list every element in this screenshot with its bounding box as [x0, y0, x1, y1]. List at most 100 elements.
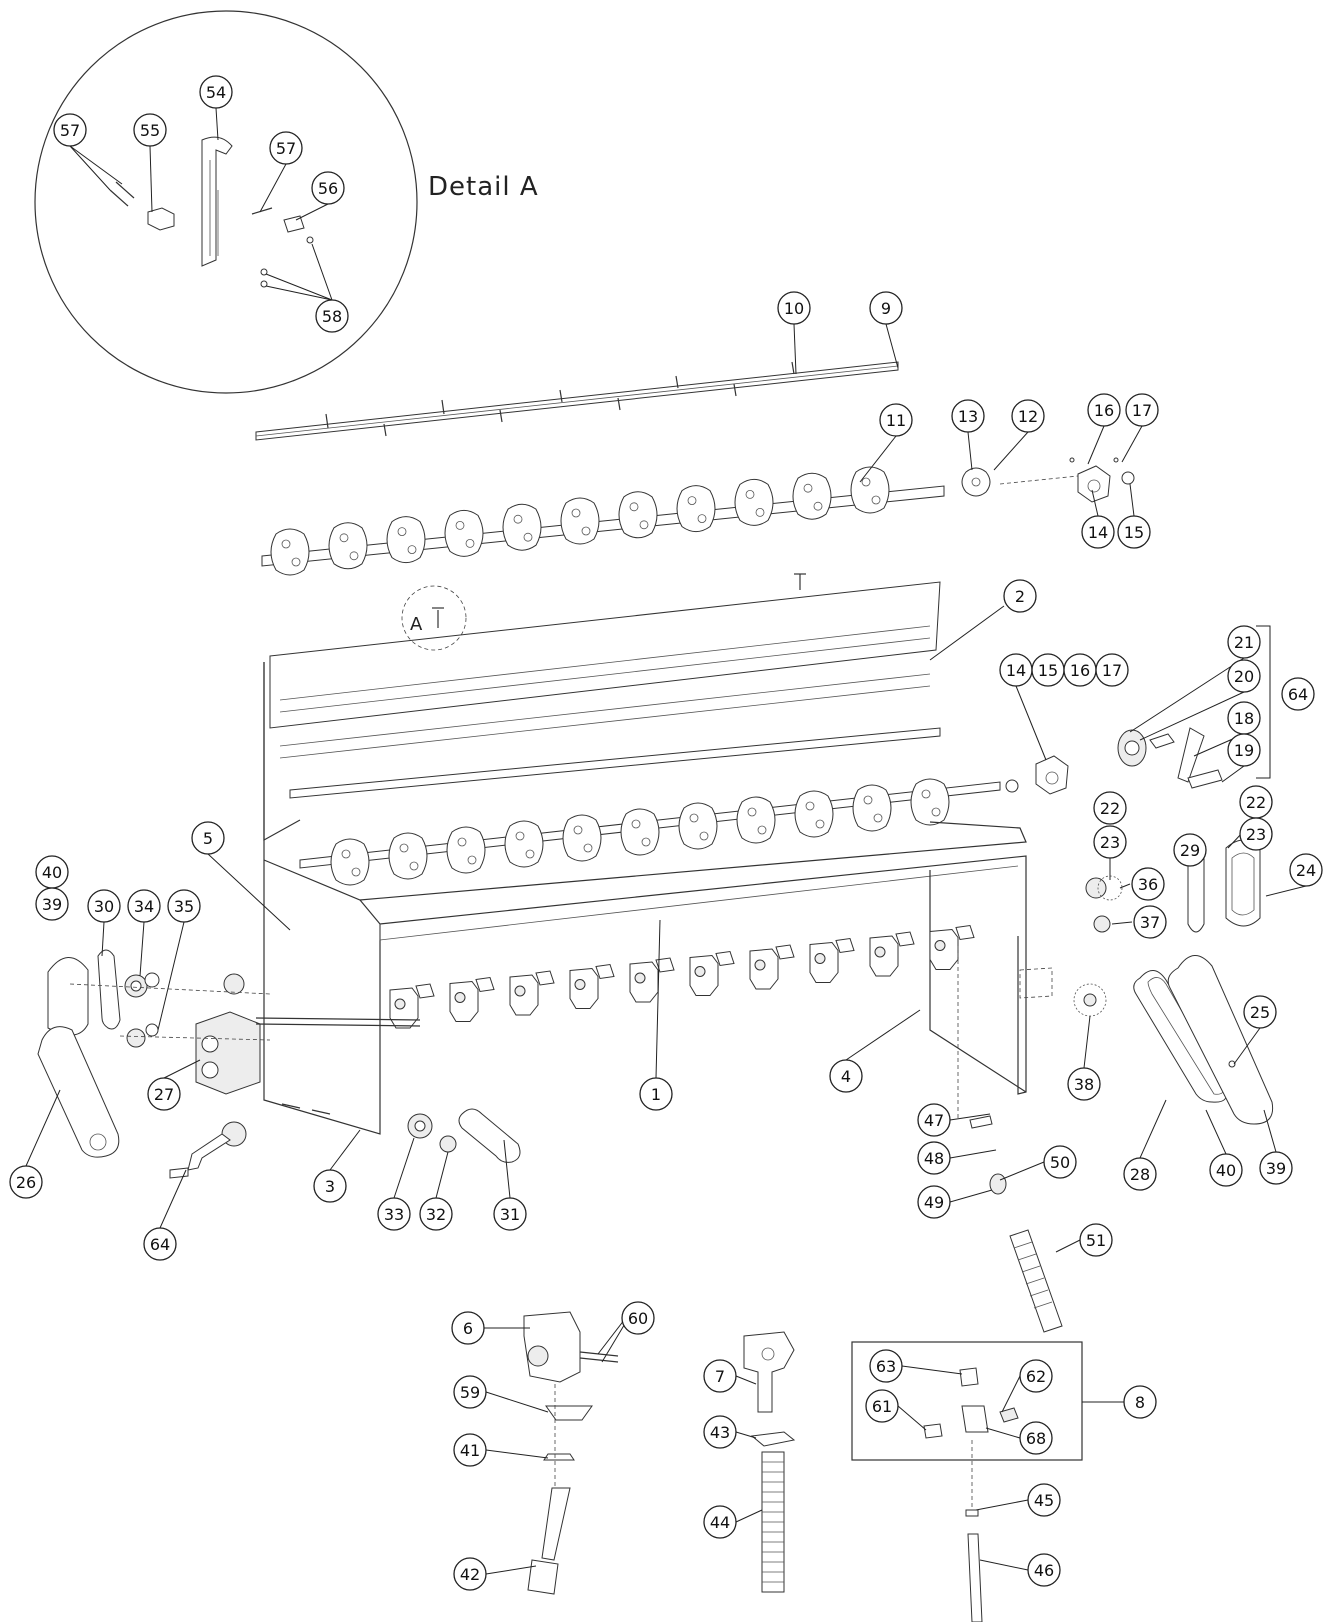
metering-cup: [569, 963, 615, 1009]
part-number-label: 37: [1140, 913, 1160, 932]
part-balloon: 16: [1063, 653, 1097, 687]
part-balloon: 48: [917, 1141, 951, 1175]
part-balloon: 17: [1125, 393, 1159, 427]
part-balloon: 61: [865, 1389, 899, 1423]
part-balloon: 31: [493, 1197, 527, 1231]
part-number-label: 45: [1034, 1491, 1054, 1510]
part-balloon: 40: [35, 855, 69, 889]
part-number-label: 55: [140, 121, 160, 140]
part-number-label: 19: [1234, 741, 1254, 760]
part-balloon: 49: [917, 1185, 951, 1219]
part-number-label: 33: [384, 1205, 404, 1224]
part-balloon: 45: [1027, 1483, 1061, 1517]
part-balloon: 14: [999, 653, 1033, 687]
part-number-label: 13: [958, 407, 978, 426]
seed-wheel: [850, 466, 890, 514]
part-number-label: 68: [1026, 1429, 1046, 1448]
part-number-label: 1: [651, 1085, 661, 1104]
seed-wheel: [620, 808, 660, 856]
metering-cup: [509, 970, 555, 1016]
part-balloon: 27: [147, 1077, 181, 1111]
part-balloon: 14: [1081, 515, 1115, 549]
part-balloon: 41: [453, 1433, 487, 1467]
part-number-label: 50: [1050, 1153, 1070, 1172]
seed-wheel: [386, 516, 426, 564]
part-balloon: 29: [1173, 833, 1207, 867]
part-number-label: 20: [1234, 667, 1254, 686]
part-number-label: 9: [881, 299, 891, 318]
part-number-label: 51: [1086, 1231, 1106, 1250]
part-balloon: 56: [311, 171, 345, 205]
agitator-rod: [255, 361, 899, 441]
chain-right: [1133, 970, 1228, 1103]
part-number-label: 43: [710, 1423, 730, 1442]
part-number-label: 23: [1100, 833, 1120, 852]
detail-a-title: Detail A: [428, 172, 539, 202]
part-balloon: 37: [1133, 905, 1167, 939]
part-number-label: 31: [500, 1205, 520, 1224]
part-number-label: 6: [463, 1319, 473, 1338]
assembly-box-right: [1019, 967, 1053, 999]
metering-cup: [929, 924, 975, 970]
part-balloon: 33: [377, 1197, 411, 1231]
part-number-label: 32: [426, 1205, 446, 1224]
part-balloon: 23: [1239, 817, 1273, 851]
part-number-label: 27: [154, 1085, 174, 1104]
part-balloon: 7: [703, 1359, 737, 1393]
chain-guard-large-right: [1167, 955, 1274, 1125]
seed-wheel-shaft-upper: [261, 485, 945, 567]
part-balloon: 34: [127, 889, 161, 923]
part-number-label: 3: [325, 1177, 335, 1196]
part-balloon: 9: [869, 291, 903, 325]
part-balloon: 23: [1093, 825, 1127, 859]
part-number-label: 47: [924, 1111, 944, 1130]
seed-wheel: [910, 778, 950, 826]
seed-wheel: [270, 528, 310, 576]
part-number-label: 4: [841, 1067, 851, 1086]
part-balloon: 43: [703, 1415, 737, 1449]
kit-box-8: [851, 1341, 1083, 1622]
part-number-label: 49: [924, 1193, 944, 1212]
part-balloon: 64: [143, 1227, 177, 1261]
part-balloon: 16: [1087, 393, 1121, 427]
part-balloon: 4: [829, 1059, 863, 1093]
part-number-label: 5: [203, 829, 213, 848]
metering-cup: [689, 950, 735, 996]
part-balloon: 26: [9, 1165, 43, 1199]
part-number-label: 7: [715, 1367, 725, 1386]
metering-cup: [389, 983, 435, 1029]
part-number-label: 64: [1288, 685, 1308, 704]
detail-a-callout: [401, 573, 806, 651]
part-balloon: 47: [917, 1103, 951, 1137]
part-number-label: 12: [1018, 407, 1038, 426]
part-number-label: 57: [276, 139, 296, 158]
part-balloon: 6: [451, 1311, 485, 1345]
part-number-label: 58: [322, 307, 342, 326]
seed-wheel: [852, 784, 892, 832]
part-number-label: 17: [1132, 401, 1152, 420]
part-number-label: 35: [174, 897, 194, 916]
seed-wheel: [794, 790, 834, 838]
gearbox: [195, 1011, 261, 1095]
seed-wheel: [446, 826, 486, 874]
bearing-flange-lower: [1005, 755, 1069, 795]
part-balloon: 12: [1011, 399, 1045, 433]
seed-wheel: [734, 478, 774, 526]
part-number-label: 16: [1070, 661, 1090, 680]
part-balloon: 59: [453, 1375, 487, 1409]
part-balloon: 15: [1117, 515, 1151, 549]
part-balloon: 54: [199, 75, 233, 109]
seed-wheel: [562, 814, 602, 862]
assembly-line-upper: [999, 475, 1079, 485]
seed-wheel: [504, 820, 544, 868]
part-balloon: 5: [191, 821, 225, 855]
drive-bottom-parts: [407, 1108, 521, 1163]
metering-cups-row: [389, 924, 975, 1029]
bearing-flange-upper: [1069, 457, 1135, 503]
seed-wheel: [676, 485, 716, 533]
seed-wheels-lower: [330, 778, 950, 886]
seed-wheels-upper: [270, 466, 890, 576]
seed-wheel: [444, 509, 484, 557]
part-number-label: 11: [886, 411, 906, 430]
